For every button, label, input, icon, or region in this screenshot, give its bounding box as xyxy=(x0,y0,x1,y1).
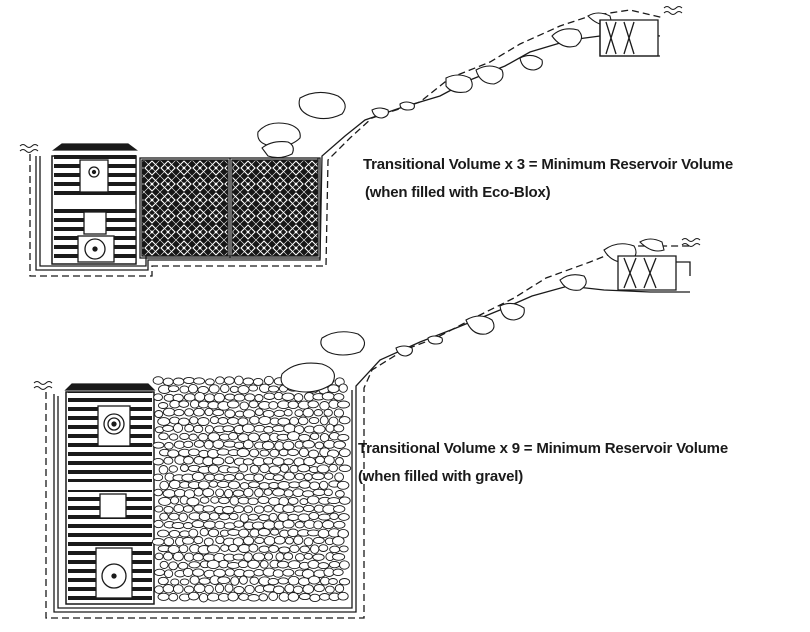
caption-gravel-note: (when filled with gravel) xyxy=(358,468,524,485)
stream-rocks-bottom xyxy=(280,238,665,393)
skimmer-basin-top xyxy=(51,143,138,265)
water-level-icon-right-bottom xyxy=(681,238,701,247)
caption-gravel-formula: Transitional Volume x 9 = Minimum Reserv… xyxy=(358,440,728,457)
caption-eco-blox-note: (when filled with Eco-Blox) xyxy=(365,184,551,201)
skimmer-basin-bottom xyxy=(64,383,156,605)
eco-blox-blocks xyxy=(139,157,321,259)
water-level-icon-left-bottom xyxy=(33,381,53,390)
water-level-icon-left-top xyxy=(19,144,39,153)
water-level-icon-right-top xyxy=(663,6,683,15)
excavation-outline-bottom xyxy=(45,245,690,619)
gravel-fill xyxy=(151,375,352,603)
gravel-section xyxy=(33,238,701,619)
caption-eco-blox-formula: Transitional Volume x 3 = Minimum Reserv… xyxy=(363,156,733,173)
eco-blox-section xyxy=(19,6,683,277)
waterfall-spillway-bottom xyxy=(617,255,691,291)
liner-bottom xyxy=(53,285,690,613)
waterfall-spillway-top xyxy=(599,19,660,57)
stream-rocks-top xyxy=(257,12,613,159)
